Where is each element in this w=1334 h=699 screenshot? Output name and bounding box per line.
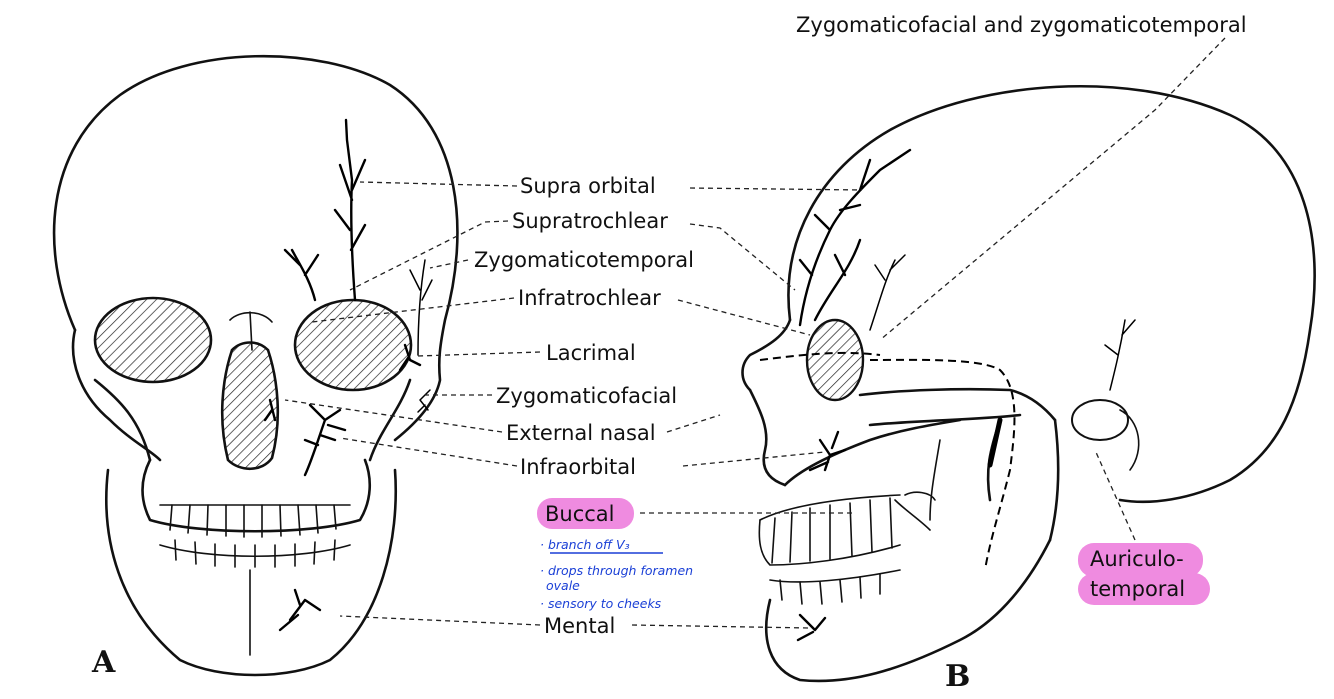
orbit-lateral — [805, 318, 865, 402]
highlight-marker — [537, 498, 634, 529]
leader-lines — [284, 37, 1226, 629]
label-lacrimal: Lacrimal — [546, 341, 636, 365]
skull-lateral-view — [741, 84, 1316, 683]
label-infratrochlear: Infratrochlear — [518, 286, 661, 310]
label-zygomaticofacial: Zygomaticofacial — [496, 384, 677, 408]
handwritten-notes: · branch off V₃ · drops through foramen … — [540, 537, 693, 611]
label-supraorbital: Supra orbital — [520, 174, 656, 198]
label-supratrochlear: Supratrochlear — [512, 209, 668, 233]
nerves-front — [263, 118, 433, 632]
note-drops-through-foramen: · drops through foramen — [540, 563, 693, 578]
panel-label-b: B — [945, 659, 970, 694]
right-orbit — [93, 296, 213, 384]
label-auriculotemporal-line2: temporal — [1090, 577, 1185, 601]
label-infraorbital: Infraorbital — [520, 455, 636, 479]
note-branch-off-v3: · branch off V₃ — [540, 537, 630, 552]
left-orbit — [293, 298, 413, 392]
labels: Supra orbital Supratrochlear Zygomaticot… — [474, 13, 1247, 638]
nerves-lateral — [759, 148, 1136, 642]
auriculotemporal-highlight: Auriculo- temporal — [1078, 543, 1210, 605]
highlight-marker-1 — [1078, 543, 1203, 577]
highlight-marker-2 — [1078, 573, 1210, 605]
label-auriculotemporal-line1: Auriculo- — [1090, 547, 1184, 571]
label-buccal: Buccal — [545, 502, 615, 526]
note-ovale: ovale — [546, 578, 580, 593]
label-zygomaticofacial-and-zygomaticotemporal: Zygomaticofacial and zygomaticotemporal — [796, 13, 1247, 37]
skull-front-view — [52, 54, 459, 677]
nasal-aperture — [220, 341, 280, 471]
external-acoustic-meatus — [1071, 399, 1129, 441]
label-external-nasal: External nasal — [506, 421, 656, 445]
buccal-highlight: Buccal — [537, 498, 634, 529]
panel-label-a: A — [91, 645, 116, 680]
label-mental: Mental — [544, 614, 615, 638]
note-sensory-to-cheeks: · sensory to cheeks — [540, 596, 662, 611]
label-zygomaticotemporal: Zygomaticotemporal — [474, 248, 694, 272]
